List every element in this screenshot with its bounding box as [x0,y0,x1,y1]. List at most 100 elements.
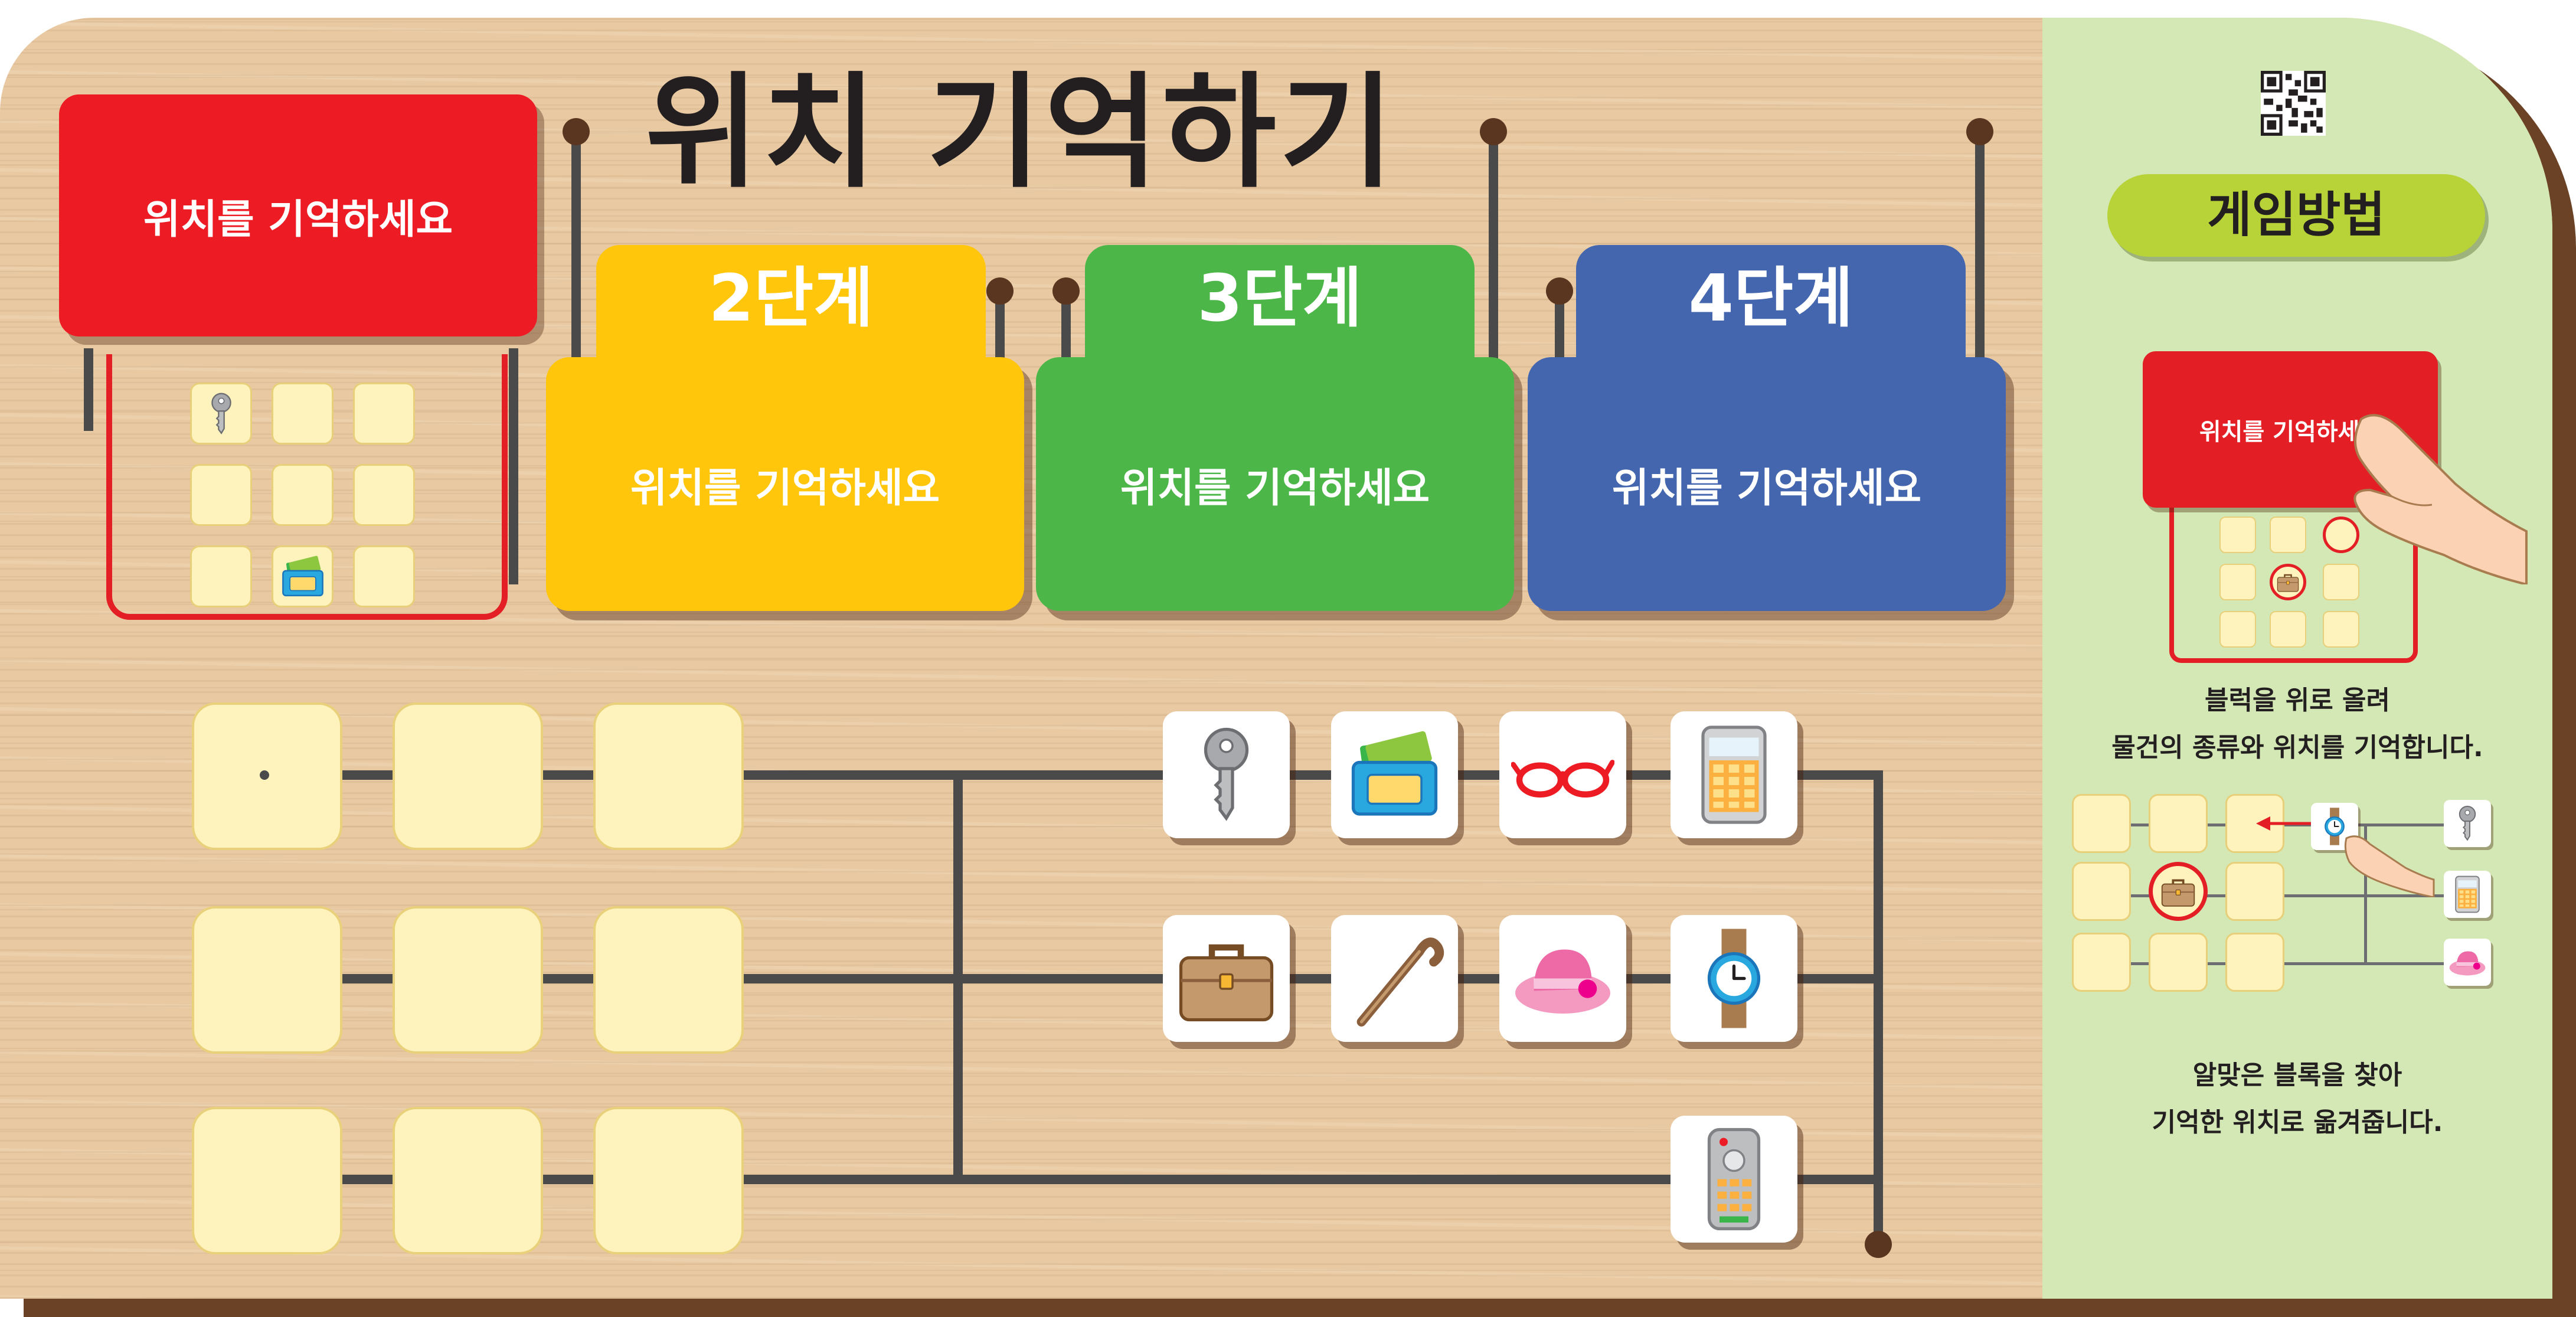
stage-2-card[interactable]: 위치를 기억하세요 [546,357,1024,611]
tab-stage-2-label: 2단계 [708,260,874,336]
rod-knob [1865,1231,1892,1258]
tab-stage-3-label: 3단계 [1197,260,1362,336]
stage-2-card-label: 위치를 기억하세요 [630,465,940,512]
item-block-watch[interactable] [1671,915,1797,1042]
remote-icon [1682,1128,1786,1231]
example-block-key [2444,800,2491,847]
wallet-icon [278,552,328,602]
example-slot [2323,564,2359,600]
phone-icon [2448,875,2487,914]
rod-knob [1546,277,1573,305]
stage1-cover-card[interactable]: 위치를 기억하세요 [59,94,537,336]
item-block-hat[interactable] [1499,915,1626,1042]
hand-icon [2344,835,2435,897]
example-slot [2219,611,2256,648]
example-answer-slot [2072,933,2131,992]
memory-slot[interactable] [190,545,252,607]
watch-icon [1682,927,1786,1030]
glasses-icon [1511,723,1614,826]
example-answer-slot [2072,794,2131,853]
rod [1489,136,1498,384]
item-block-cane[interactable] [1331,915,1458,1042]
example-card-label: 위치를 기억하세요 [2199,418,2382,446]
stage-3-card-label: 위치를 기억하세요 [1120,465,1430,512]
stage1-card-label: 위치를 기억하세요 [143,196,453,243]
answer-slot[interactable] [593,1107,744,1254]
key-icon [1175,723,1278,826]
hat-icon [1511,927,1614,1030]
item-block-key[interactable] [1163,711,1290,838]
item-block-wallet[interactable] [1331,711,1458,838]
example-slot [2323,611,2359,648]
stage-4-card[interactable]: 위치를 기억하세요 [1528,357,2006,611]
how-to-play-badge: 게임방법 [2107,174,2485,257]
cane-icon [1343,927,1446,1030]
rod-knob [1052,277,1080,305]
key-icon [2448,804,2487,843]
track-rail [260,770,269,780]
example-slot [2270,517,2306,553]
rod-knob [1480,118,1507,145]
example-answer-slot [2149,862,2208,921]
briefcase-icon [2276,570,2300,594]
example-slot [2270,564,2306,600]
example-slot [2219,564,2256,600]
briefcase-icon [2160,873,2196,910]
example-slot [2270,611,2306,648]
game-board: 위치 기억하기 위치를 기억하세요 2단계 위치를 기억하세요 3단계 위치를 … [0,18,2552,1299]
phone-icon [1682,723,1786,826]
instruction-step2-line1: 알맞은 블록을 찾아 [2192,1060,2402,1090]
example-block-hat [2444,939,2491,986]
briefcase-icon [1175,927,1278,1030]
stage-4-card-label: 위치를 기억하세요 [1611,465,1922,512]
answer-slot[interactable] [593,702,744,850]
example-rail [2364,823,2367,965]
rod-knob [1966,118,1993,145]
key-icon [198,391,244,437]
memory-slot[interactable] [353,464,415,526]
item-block-phone[interactable] [1671,711,1797,838]
memory-grid-frame [106,354,508,620]
example-answer-slot [2149,933,2208,992]
hat-icon [2448,943,2487,982]
example-answer-slot [2149,794,2208,853]
stage-3-card[interactable]: 위치를 기억하세요 [1036,357,1514,611]
track-rail [1874,770,1883,1251]
example-grid-frame [2169,508,2418,663]
tab-stage-4[interactable]: 4단계 [1576,245,1966,363]
answer-slot[interactable] [393,906,543,1054]
memory-slot[interactable] [190,464,252,526]
item-block-briefcase[interactable] [1163,915,1290,1042]
rod [1975,136,1985,384]
item-block-remote[interactable] [1671,1116,1797,1243]
answer-slot[interactable] [593,906,744,1054]
rod-knob [986,277,1014,305]
answer-slot[interactable] [393,702,543,850]
memory-slot[interactable] [190,383,252,445]
qr-code-icon [2261,71,2326,136]
memory-slot[interactable] [353,383,415,445]
memory-slot[interactable] [272,383,334,445]
answer-slot[interactable] [393,1107,543,1254]
memory-slot[interactable] [353,545,415,607]
rod-knob [563,118,590,145]
example-slot [2323,517,2359,553]
example-answer-slot [2225,862,2284,921]
answer-slot[interactable] [192,906,342,1054]
rod [509,348,518,584]
instruction-step1-line2: 물건의 종류와 위치를 기억합니다. [2111,733,2483,763]
tab-stage-4-label: 4단계 [1688,260,1853,336]
tab-stage-3[interactable]: 3단계 [1085,245,1475,363]
page-title: 위치 기억하기 [645,60,1398,205]
tab-stage-2[interactable]: 2단계 [596,245,986,363]
wallet-icon [1343,723,1446,826]
example-block-phone [2444,871,2491,918]
item-block-glasses[interactable] [1499,711,1626,838]
memory-slot[interactable] [272,545,334,607]
answer-slot[interactable] [192,1107,342,1254]
example-answer-slot [2225,933,2284,992]
track-rail [953,770,963,1184]
instruction-step1-line1: 블럭을 위로 올려 [2205,685,2390,715]
memory-slot[interactable] [272,464,334,526]
rod [84,348,93,431]
